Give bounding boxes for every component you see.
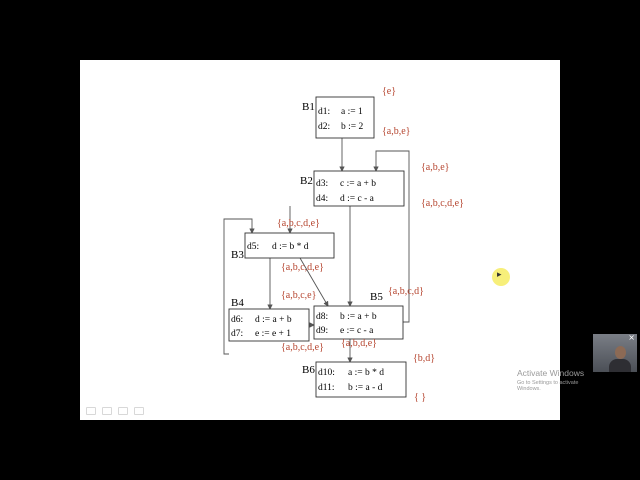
def-label: d11: — [318, 383, 335, 393]
stmt: e := e + 1 — [255, 329, 291, 339]
stmt: b := a + b — [340, 312, 377, 322]
cursor-highlight — [492, 268, 510, 286]
stmt: d := a + b — [255, 315, 292, 325]
def-label: d2: — [318, 122, 330, 132]
block-b3-box — [244, 232, 335, 259]
block-b5: B5 d8: b := a + b d9: e := c - a — [313, 291, 404, 340]
prev-slide-icon[interactable] — [86, 407, 96, 415]
person-body — [609, 359, 631, 372]
block-b4-box — [228, 308, 310, 342]
block-b3: B3 d5: d := b * d — [231, 232, 335, 261]
block-b4: B4 d6: d := a + b d7: e := e + 1 — [228, 297, 310, 342]
webcam-overlay[interactable]: × — [593, 334, 637, 372]
next-slide-icon[interactable] — [134, 407, 144, 415]
annotations: {e} {a,b,e} {a,b,e} {a,b,c,d,e} {a,b,c,d… — [277, 86, 464, 403]
activation-watermark: Activate Windows Go to Settings to activ… — [517, 368, 597, 392]
block-b1-label: B1 — [302, 101, 315, 113]
edges — [223, 138, 410, 363]
def-label: d5: — [247, 242, 259, 252]
block-b2-box — [313, 170, 405, 207]
block-b4-label: B4 — [231, 297, 244, 309]
cursor-icon: ▸ — [497, 270, 502, 280]
annotation-set: {a,b,c,d} — [388, 286, 424, 297]
edge-b3-b5 — [299, 257, 329, 307]
def-label: d8: — [316, 312, 328, 322]
annotation-set: {a,b,c,d,e} — [281, 262, 324, 273]
watermark-title: Activate Windows — [517, 368, 585, 378]
block-b5-label: B5 — [370, 291, 383, 303]
block-b6-box — [315, 361, 407, 398]
edge-b5-b2-loop — [373, 150, 410, 323]
annotation-set: {a,b,c,d,e} — [281, 342, 324, 353]
block-b3-label: B3 — [231, 249, 244, 261]
block-b6-label: B6 — [302, 364, 315, 376]
pen-icon[interactable] — [102, 407, 112, 415]
def-label: d4: — [316, 194, 328, 204]
block-b2: B2 d3: c := a + b d4: d := c - a — [300, 170, 405, 207]
stmt: e := c - a — [340, 326, 374, 336]
slide-toolbar — [86, 407, 144, 415]
def-label: d7: — [231, 329, 243, 339]
annotation-set: {a,b,c,d,e} — [277, 218, 320, 229]
annotation-set: {a,b,c,e} — [281, 290, 316, 301]
edge-b4-b3-loop — [223, 218, 255, 355]
block-b2-label: B2 — [300, 175, 313, 187]
def-label: d1: — [318, 107, 330, 117]
stmt: b := a - d — [348, 383, 383, 393]
person-head — [615, 346, 626, 359]
stmt: a := b * d — [348, 368, 384, 378]
stmt: b := 2 — [341, 122, 363, 132]
block-b1: B1 d1: a := 1 d2: b := 2 — [302, 96, 375, 139]
stmt: a := 1 — [341, 107, 363, 117]
def-label: d3: — [316, 179, 328, 189]
block-b6: B6 d10: a := b * d d11: b := a - d — [302, 361, 407, 398]
annotation-set: {a,b,d,e} — [341, 338, 377, 349]
annotation-set: {a,b,c,d,e} — [421, 198, 464, 209]
def-label: d9: — [316, 326, 328, 336]
slides-grid-icon[interactable] — [118, 407, 128, 415]
block-b1-box — [315, 96, 375, 139]
close-icon[interactable]: × — [628, 334, 635, 342]
annotation-set: {a,b,e} — [421, 162, 449, 173]
annotation-set: { } — [414, 392, 426, 403]
block-b5-box — [313, 305, 404, 340]
annotation-set: {a,b,e} — [382, 126, 410, 137]
stmt: c := a + b — [340, 179, 376, 189]
annotation-set: {b,d} — [413, 353, 435, 364]
stmt: d := c - a — [340, 194, 375, 204]
stmt: d := b * d — [272, 242, 309, 252]
def-label: d6: — [231, 315, 243, 325]
annotation-set: {e} — [382, 86, 396, 97]
def-label: d10: — [318, 368, 335, 378]
watermark-subtitle: Go to Settings to activate Windows. — [517, 380, 579, 392]
